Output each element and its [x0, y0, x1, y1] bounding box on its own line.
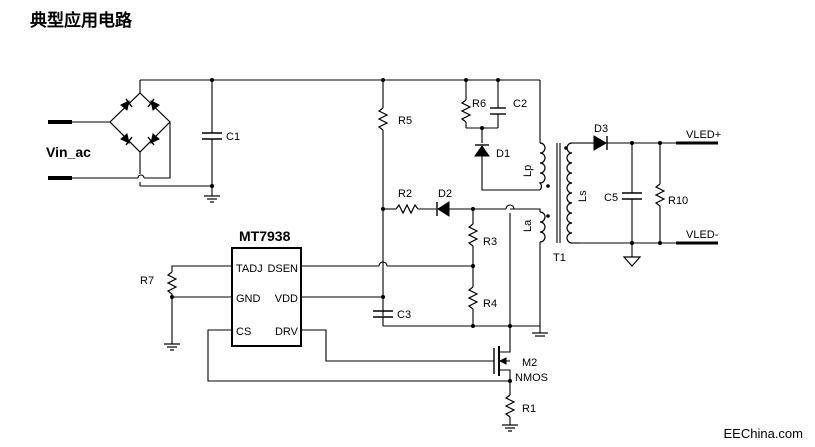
d2-label: D2	[438, 188, 452, 200]
capacitor-c1	[202, 80, 222, 203]
ls-label: Ls	[577, 190, 589, 202]
page-title: 典型应用电路	[30, 11, 132, 31]
t1-label: T1	[553, 252, 566, 264]
ic-pin-cs: CS	[236, 326, 251, 338]
nmos-label: NMOS	[515, 372, 548, 384]
ic-pin-drv: DRV	[275, 326, 299, 338]
ic-name: MT7938	[239, 228, 291, 244]
r5-label: R5	[398, 115, 412, 127]
ic-mt7938	[231, 247, 302, 347]
vled-plus-label: VLED+	[686, 129, 721, 141]
ic-pin-gnd: GND	[236, 293, 261, 305]
transformer-auxiliary-la	[510, 208, 550, 326]
transformer-primary-lp	[538, 80, 550, 191]
nmos-m2	[493, 213, 512, 395]
watermark: EEChina.com	[723, 426, 803, 441]
resistor-r2-diode-d2	[381, 201, 515, 217]
la-label: La	[522, 219, 534, 232]
snubber-r6-c2	[460, 80, 506, 143]
ic-wiring	[164, 261, 510, 382]
ic-pin-vdd: VDD	[275, 293, 298, 305]
ac-input-terminals	[48, 120, 138, 180]
bridge-rectifier	[109, 80, 171, 186]
diode-d1	[474, 144, 540, 191]
vled-minus-label: VLED-	[686, 229, 719, 241]
m2-label: M2	[522, 357, 537, 369]
d3-label: D3	[594, 123, 608, 135]
r10-label: R10	[668, 195, 688, 207]
ic-pin-dsen: DSEN	[267, 263, 298, 275]
r6-label: R6	[472, 98, 486, 110]
resistor-r5	[377, 80, 389, 316]
vin-label: Vin_ac	[46, 144, 91, 160]
resistor-r1	[502, 394, 518, 432]
r4-label: R4	[483, 298, 497, 310]
r3-label: R3	[483, 236, 497, 248]
c5-label: C5	[604, 192, 618, 204]
r1-label: R1	[522, 403, 536, 415]
r7-label: R7	[140, 275, 154, 287]
c2-label: C2	[513, 98, 527, 110]
c1-label: C1	[226, 131, 240, 143]
ic-pin-tadj: TADJ	[236, 263, 263, 275]
d1-label: D1	[496, 148, 510, 160]
output-stage	[580, 135, 718, 267]
r2-label: R2	[398, 188, 412, 200]
transformer-secondary-ls	[564, 142, 580, 244]
divider-r3-r4	[467, 209, 479, 326]
c3-label: C3	[397, 309, 411, 321]
lp-label: Lp	[522, 165, 534, 177]
